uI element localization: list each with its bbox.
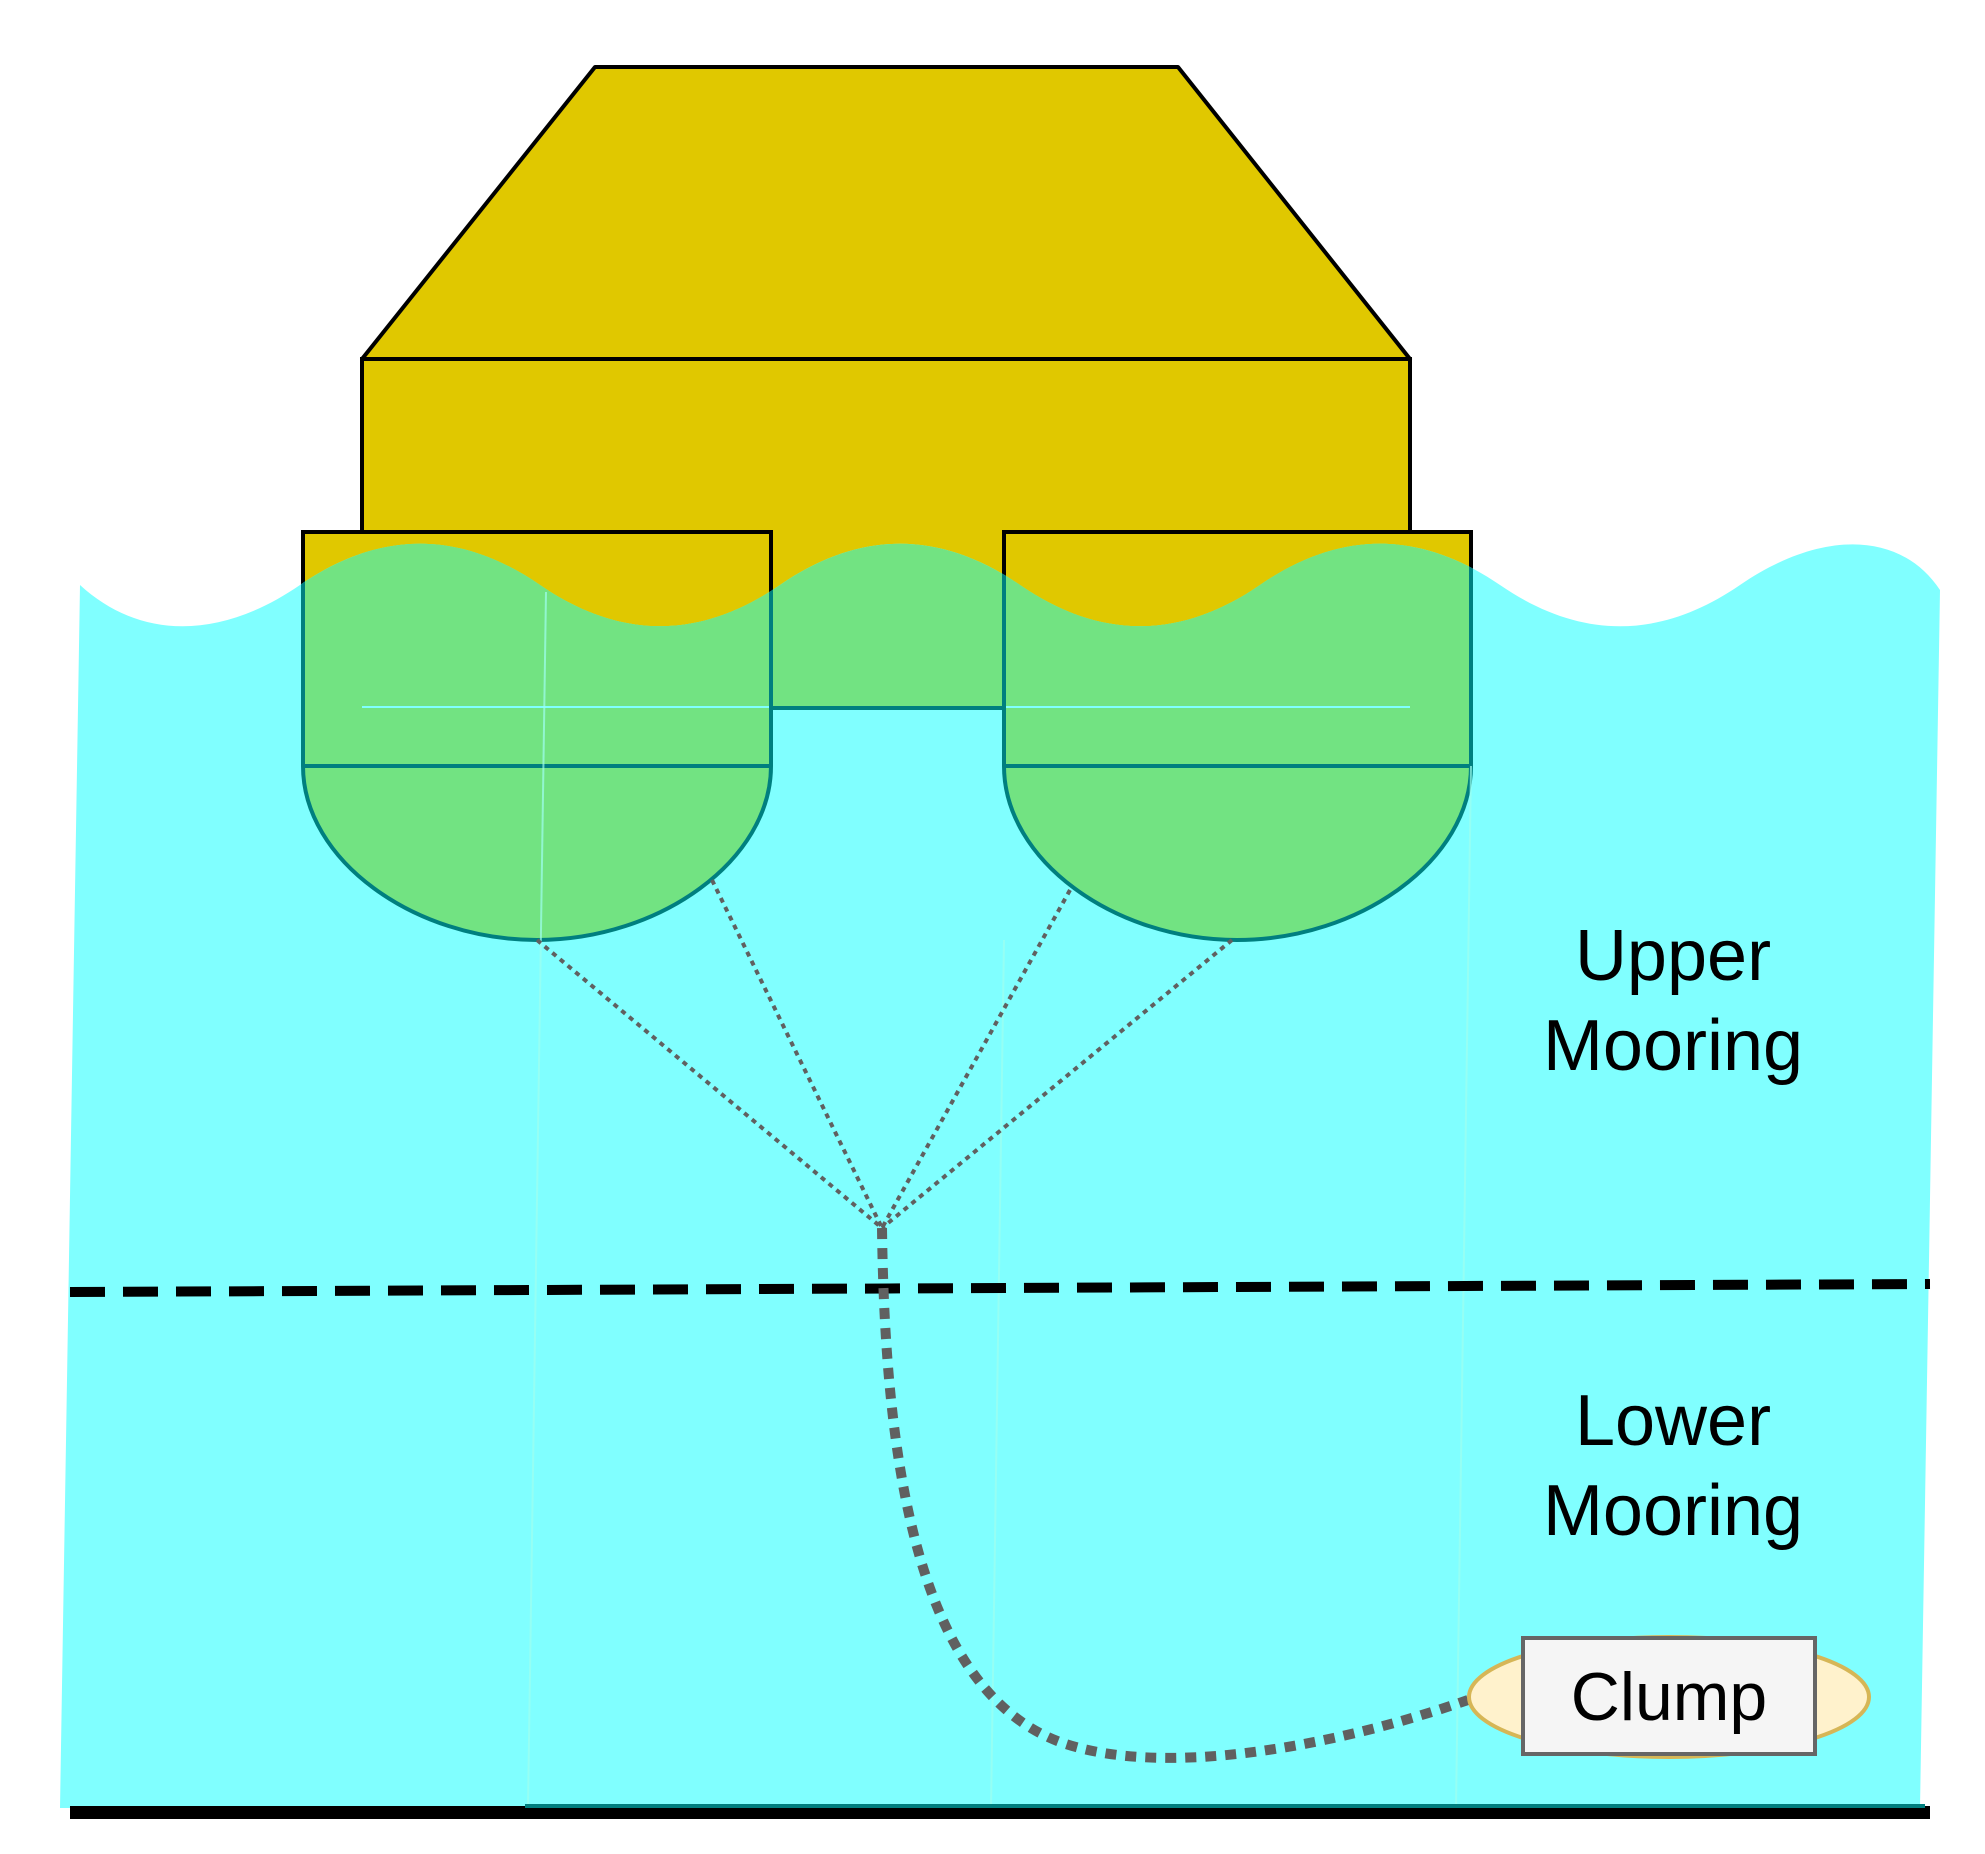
upper-mooring-lines (535, 879, 1234, 1230)
clump-label: Clump (1571, 1659, 1768, 1735)
lower-mooring-label-line1: Lower (1575, 1381, 1771, 1461)
lower-mooring-label-line2: Mooring (1543, 1471, 1803, 1551)
upper-mooring-label-line2: Mooring (1543, 1006, 1803, 1086)
lower-mooring-line (877, 1227, 1470, 1763)
mooring-line-1 (535, 938, 884, 1230)
mooring-boundary-line (69, 1279, 1931, 1297)
upper-mooring-label-line1: Upper (1575, 916, 1771, 996)
platform-roof (360, 65, 1412, 361)
mooring-line-2 (710, 879, 884, 1229)
seabed-edge (525, 1804, 1925, 1808)
clump-box (1521, 1636, 1817, 1756)
clump: Clump (1467, 1635, 1871, 1759)
seabed (70, 1806, 1930, 1819)
mooring-line-3 (880, 889, 1072, 1229)
